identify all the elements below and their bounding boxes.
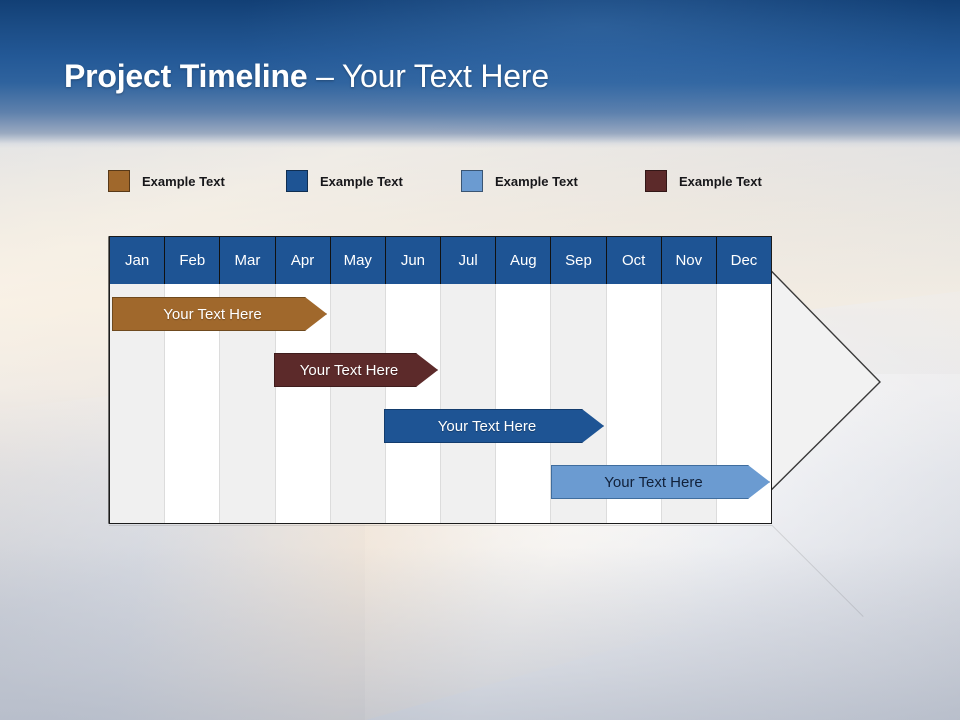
task-bar-4[interactable]: Your Text Here [551,465,770,499]
legend-item-1[interactable]: Example Text [108,168,225,194]
legend-label-4: Example Text [679,173,762,189]
month-header-dec[interactable]: Dec [730,252,758,269]
legend-item-2[interactable]: Example Text [286,168,403,194]
timeline-column-aug [496,284,552,523]
month-header-jul[interactable]: Jul [441,237,497,284]
task-bar-1[interactable]: Your Text Here [112,297,327,331]
timeline-column-jun [385,284,442,523]
task-bar-3[interactable]: Your Text Here [384,409,604,443]
legend-label-1: Example Text [142,173,225,189]
task-bar-label-2: Your Text Here [299,361,399,379]
page-title-strong: Project Timeline [64,58,308,94]
legend-swatch-maroon [645,170,667,192]
timeline-column-may [330,284,386,523]
month-header-feb[interactable]: Feb [165,237,221,284]
page-title-light: – Your Text Here [307,58,549,94]
legend-swatch-darkblue [286,170,308,192]
month-header-may[interactable]: May [331,237,386,284]
month-header-apr[interactable]: Apr [276,237,331,284]
task-bar-2[interactable]: Your Text Here [274,353,438,387]
month-header-aug[interactable]: Aug [496,237,552,284]
legend-item-3[interactable]: Example Text [461,168,578,194]
month-header-oct[interactable]: Oct [607,237,662,284]
task-bar-label-4: Your Text Here [604,473,703,491]
background-lower-shade [0,547,960,720]
timeline-column-jul [441,284,497,523]
month-header-mar[interactable]: Mar [220,237,276,284]
legend-label-3: Example Text [495,173,578,189]
page-title: Project Timeline – Your Text Here [64,58,549,95]
task-bar-label-3: Your Text Here [437,417,537,435]
legend-swatch-lightblue [461,170,483,192]
month-header-sep[interactable]: Sep [551,237,607,284]
task-bar-label-1: Your Text Here [163,305,262,323]
month-header-jan[interactable]: Jan [110,237,166,284]
month-header-nov[interactable]: Nov [662,237,717,284]
legend-swatch-brown [108,170,130,192]
legend-item-4[interactable]: Example Text [645,168,762,194]
month-header-jun[interactable]: Jun [386,237,442,284]
legend-label-2: Example Text [320,173,403,189]
title-banner [0,0,960,148]
legend: Example Text Example Text Example Text Exam… [108,168,848,196]
